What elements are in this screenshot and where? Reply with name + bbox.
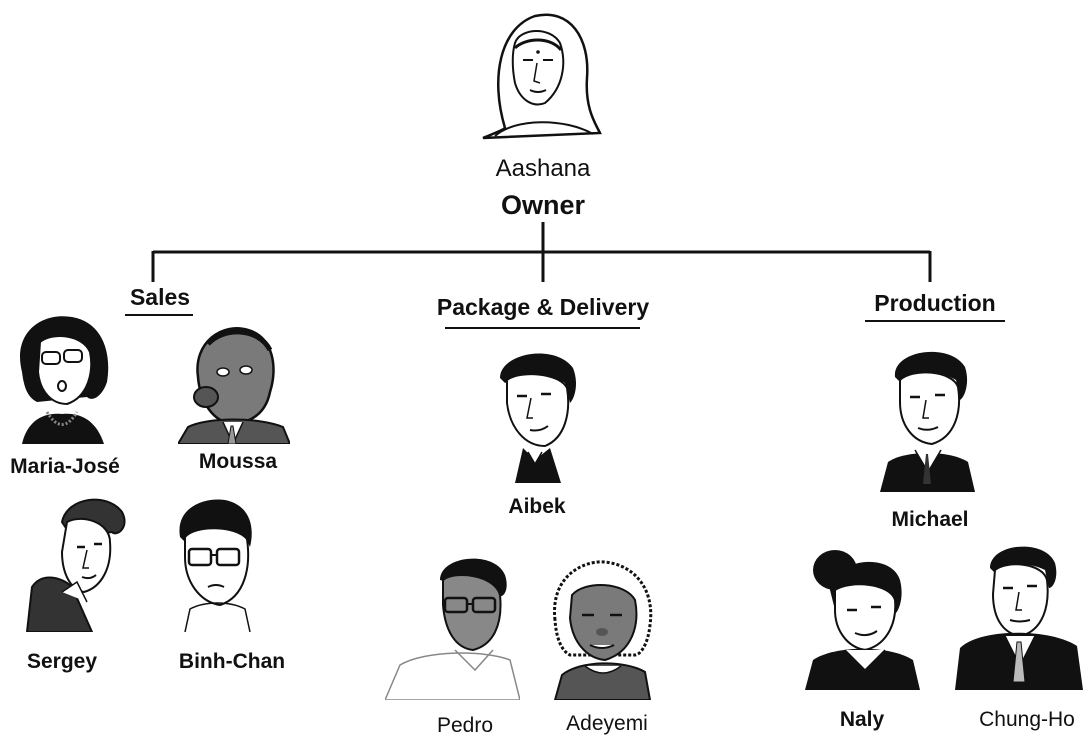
person-portrait-icon <box>955 546 1083 690</box>
moussa-portrait <box>178 322 290 444</box>
owner-portrait <box>475 8 605 143</box>
member-name: Sergey <box>26 650 98 673</box>
person-portrait-icon <box>553 560 653 700</box>
chung-ho-portrait <box>955 538 1083 690</box>
binh-chan-portrait <box>175 497 255 632</box>
person-portrait-icon <box>500 353 577 483</box>
dept-production-title: Production <box>874 290 996 316</box>
maria-jose-portrait <box>12 312 112 444</box>
member-name: Pedro <box>436 714 494 737</box>
member-name: Adeyemi <box>566 712 648 735</box>
member-name: Moussa <box>198 450 278 473</box>
owner-name: Aashana <box>495 155 591 182</box>
naly-portrait <box>805 545 920 690</box>
member-name: Maria-José <box>10 455 120 478</box>
person-portrait-icon <box>805 550 920 690</box>
person-portrait-icon <box>20 316 109 444</box>
dept-sales-underline <box>125 314 193 316</box>
person-portrait-icon <box>179 499 252 632</box>
michael-portrait <box>880 342 975 492</box>
member-name: Binh-Chan <box>178 650 286 673</box>
member-name: Aibek <box>508 495 566 518</box>
dept-production-underline <box>865 320 1005 322</box>
member-name: Michael <box>891 508 969 531</box>
owner-role: Owner <box>500 190 586 220</box>
person-portrait-icon <box>25 498 126 632</box>
person-portrait-icon <box>385 558 520 700</box>
member-name: Chung-Ho <box>979 708 1075 731</box>
person-portrait-icon <box>178 327 290 444</box>
aibek-portrait <box>495 348 579 483</box>
member-name: Naly <box>839 708 885 731</box>
sergey-portrait <box>22 492 130 632</box>
person-portrait-icon <box>880 351 975 492</box>
dept-sales-title: Sales <box>129 284 191 310</box>
dept-package-delivery-title: Package & Delivery <box>436 294 650 320</box>
adeyemi-portrait <box>550 560 655 700</box>
woman-headscarf-icon <box>482 13 602 140</box>
dept-package-delivery-underline <box>445 327 640 329</box>
pedro-portrait <box>385 550 520 700</box>
